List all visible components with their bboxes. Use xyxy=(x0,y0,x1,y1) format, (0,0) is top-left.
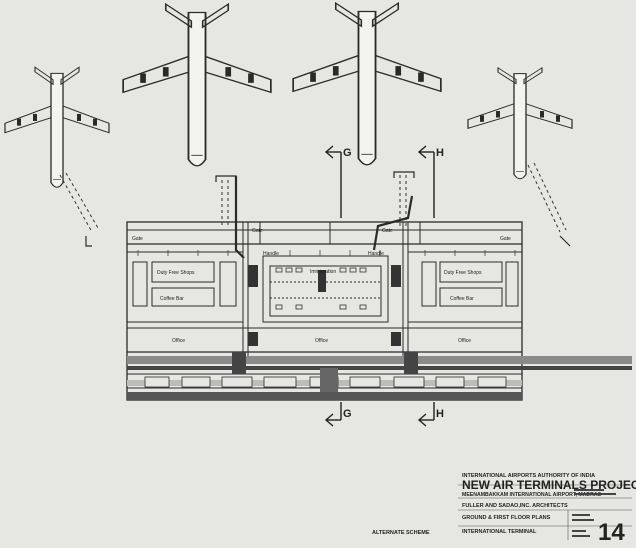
tb-sheet-number: 14 xyxy=(598,519,625,543)
service-cores xyxy=(248,265,401,346)
tb-airport: MEENAMBAKKAM INTERNATIONAL AIRPORT, MADR… xyxy=(462,492,602,498)
tb-plan-subtitle: INTERNATIONAL TERMINAL xyxy=(462,529,537,535)
terminal-plan xyxy=(126,221,523,401)
label-gate-right: Gate xyxy=(500,236,511,242)
section-label-h-top: H xyxy=(436,147,444,159)
section-label-g-top: G xyxy=(343,147,352,159)
label-handle-left: Handle xyxy=(263,251,279,257)
label-duty-free-left: Duty Free Shops xyxy=(157,270,195,276)
label-office-right: Office xyxy=(458,338,471,344)
tb-scheme: ALTERNATE SCHEME xyxy=(372,530,430,536)
label-office-left: Office xyxy=(172,338,185,344)
label-gate-2: Gate xyxy=(252,228,263,234)
section-label-h-bottom: H xyxy=(436,408,444,420)
bridge-heads xyxy=(85,171,571,247)
section-marker-g-top: G xyxy=(324,145,352,218)
label-handle-right: Handle xyxy=(368,251,384,257)
label-coffee-bar-left: Coffee Bar xyxy=(160,296,184,302)
aircraft-center-right xyxy=(292,2,442,166)
tb-plan-title: GROUND & FIRST FLOOR PLANS xyxy=(462,515,551,521)
label-immigration: Immigration xyxy=(310,269,336,275)
label-gate-3: Gate xyxy=(382,228,393,234)
vertical-ramps xyxy=(232,352,418,392)
aircraft-left-small xyxy=(4,66,110,188)
label-office-center: Office xyxy=(315,338,328,344)
bridge-connectors xyxy=(234,176,414,259)
label-gate-left: Gate xyxy=(132,236,143,242)
tb-architects: FULLER AND SADAO,INC. ARCHITECTS xyxy=(462,503,568,509)
aircraft-center-left xyxy=(122,3,272,167)
room-labels: Gate Gate Gate Gate Handle Handle Immigr… xyxy=(132,228,511,344)
tb-project: NEW AIR TERMINALS PROJECT xyxy=(462,478,636,492)
tb-authority: INTERNATIONAL AIRPORTS AUTHORITY OF INDI… xyxy=(462,473,595,479)
aircraft-right-small xyxy=(467,67,573,180)
structure-columns xyxy=(137,250,516,256)
section-marker-h-top: H xyxy=(417,145,444,218)
section-marker-h-bottom: H xyxy=(417,402,444,427)
section-marker-g-bottom: G xyxy=(324,402,352,427)
section-label-g-bottom: G xyxy=(343,408,352,420)
check-counters xyxy=(275,267,367,310)
title-block: INTERNATIONAL AIRPORTS AUTHORITY OF INDI… xyxy=(372,473,636,546)
label-coffee-bar-right: Coffee Bar xyxy=(450,296,474,302)
label-duty-free-right: Duty Free Shops xyxy=(444,270,482,276)
